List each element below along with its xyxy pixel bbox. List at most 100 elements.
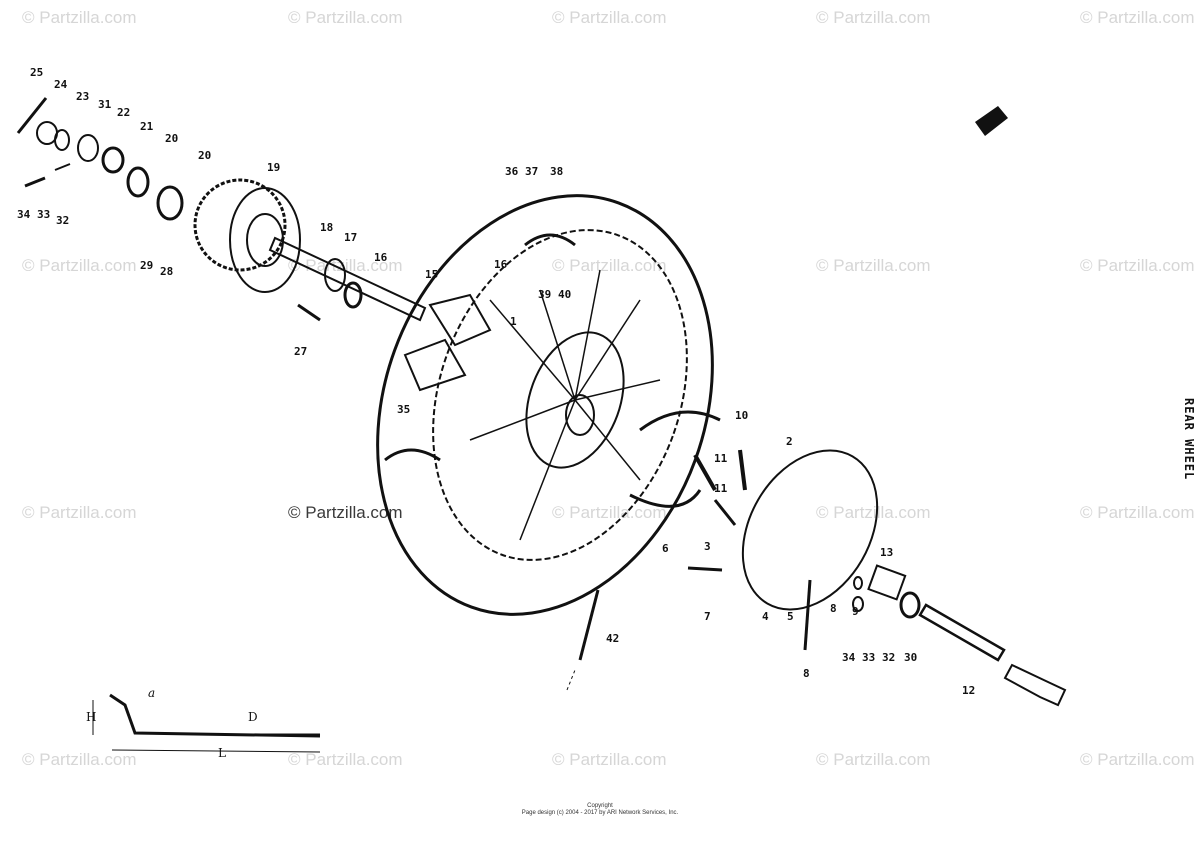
part-number[interactable]: 35: [397, 403, 411, 416]
watermark: © Partzilla.com: [552, 750, 667, 769]
bolt-27: [297, 303, 321, 322]
valve: [578, 589, 600, 661]
spacer-13: [867, 564, 907, 601]
watermark: © Partzilla.com: [816, 503, 931, 522]
part-number[interactable]: 39: [538, 288, 552, 301]
part-number[interactable]: 34: [842, 651, 856, 664]
part-number[interactable]: 27: [294, 345, 308, 358]
part-number[interactable]: 5: [787, 610, 794, 623]
part-number[interactable]: 19: [267, 161, 281, 174]
part-number[interactable]: 20: [165, 132, 179, 145]
watermark: © Partzilla.com: [552, 256, 667, 275]
part-number[interactable]: 31: [98, 98, 112, 111]
part-number[interactable]: 38: [550, 165, 564, 178]
part-number[interactable]: 4: [762, 610, 769, 623]
dimension-H: H: [86, 710, 97, 724]
part-number[interactable]: 37: [525, 165, 539, 178]
part-number[interactable]: 17: [344, 231, 358, 244]
axle-shaft: [268, 236, 427, 322]
bearing-3: [343, 281, 363, 309]
part-number[interactable]: 2: [786, 435, 793, 448]
part-number[interactable]: 11: [714, 482, 728, 495]
part-number[interactable]: 6: [662, 542, 669, 555]
watermark: © Partzilla.com: [552, 503, 667, 522]
watermark: © Partzilla.com: [288, 750, 403, 769]
part-number[interactable]: 9: [852, 605, 859, 618]
watermark: © Partzilla.com: [1080, 256, 1195, 275]
spoke-drawing: [109, 693, 321, 738]
part-number[interactable]: 13: [880, 546, 894, 559]
dimension-a: a: [148, 686, 156, 700]
part-number[interactable]: 21: [140, 120, 154, 133]
part-number[interactable]: 33: [862, 651, 876, 664]
cotter-pin: [16, 97, 48, 134]
part-number[interactable]: 3: [704, 540, 711, 553]
oil-seal: [126, 166, 150, 198]
part-number[interactable]: 42: [606, 632, 620, 645]
rim-tape-2: [384, 448, 441, 462]
part-number[interactable]: 15: [425, 268, 439, 281]
watermark-center: © Partzilla.com: [288, 503, 403, 522]
watermark: © Partzilla.com: [288, 256, 403, 275]
watermark: © Partzilla.com: [1080, 503, 1195, 522]
watermark: © Partzilla.com: [22, 503, 137, 522]
part-number[interactable]: 24: [54, 78, 68, 91]
spokes: [469, 269, 661, 541]
part-number[interactable]: 28: [160, 265, 174, 278]
part-number[interactable]: 40: [558, 288, 572, 301]
rear-axle: [918, 603, 1006, 662]
dimension-L: L: [218, 746, 226, 760]
part-number[interactable]: 1: [510, 315, 517, 328]
brake-panel: [741, 449, 879, 611]
part-number[interactable]: 10: [735, 409, 749, 422]
part-number[interactable]: 34: [17, 208, 31, 221]
part-number[interactable]: 25: [30, 66, 44, 79]
part-number[interactable]: 23: [76, 90, 90, 103]
part-number[interactable]: 18: [320, 221, 334, 234]
part-number[interactable]: 8: [830, 602, 837, 615]
part-number[interactable]: 8: [803, 667, 810, 680]
page-tag-icon: [975, 106, 1008, 136]
watermark: © Partzilla.com: [22, 256, 137, 275]
part-number[interactable]: 36: [505, 165, 519, 178]
axle-head: [1003, 663, 1067, 707]
side-title-text: REAR WHEEL: [1182, 398, 1196, 481]
brake-shoe: [639, 410, 721, 432]
damper-block: [428, 293, 492, 347]
sprocket-hub: [229, 187, 301, 293]
part-number[interactable]: 16: [494, 258, 508, 271]
part-number[interactable]: 22: [117, 106, 131, 119]
part-number[interactable]: 12: [962, 684, 976, 697]
dimension-D: D: [248, 710, 258, 724]
spacer: [77, 134, 99, 162]
watermark: © Partzilla.com: [816, 8, 931, 27]
watermark: © Partzilla.com: [816, 256, 931, 275]
collar: [324, 258, 346, 292]
rim: [432, 229, 688, 561]
part-number[interactable]: 16: [374, 251, 388, 264]
part-number[interactable]: 33: [37, 208, 51, 221]
spring: [693, 454, 717, 491]
watermark: © Partzilla.com: [816, 750, 931, 769]
part-number[interactable]: 30: [904, 651, 918, 664]
axle-nut: [36, 121, 58, 145]
side-title: REAR WHEEL: [1172, 398, 1200, 488]
part-number[interactable]: 32: [882, 651, 896, 664]
wheel-hub: [525, 331, 625, 469]
part-number[interactable]: 7: [704, 610, 711, 623]
arm: [803, 579, 812, 651]
washer-30: [899, 591, 921, 619]
watermark: © Partzilla.com: [288, 8, 403, 27]
footer-copyright: Copyright: [587, 803, 613, 809]
part-number[interactable]: 11: [714, 452, 728, 465]
washer: [54, 129, 70, 151]
tire: [376, 194, 714, 616]
part-number[interactable]: 20: [198, 149, 212, 162]
footer-page-design: Page design (c) 2004 - 2017 by ARI Netwo…: [521, 810, 679, 816]
part-number[interactable]: 29: [140, 259, 154, 272]
sprocket: [193, 178, 287, 272]
cam-shaft: [713, 499, 737, 526]
part-number[interactable]: 32: [56, 214, 70, 227]
stud-7: [687, 566, 723, 572]
